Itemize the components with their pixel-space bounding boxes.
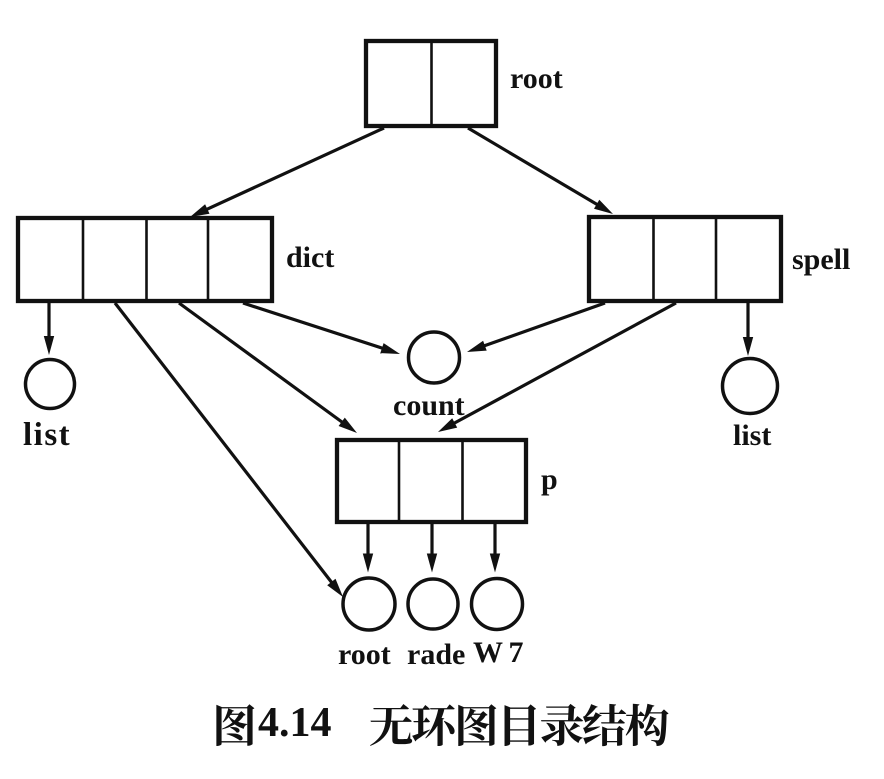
svg-text:count: count bbox=[393, 389, 465, 422]
svg-text:root: root bbox=[338, 638, 391, 671]
svg-text:spell: spell bbox=[792, 243, 850, 276]
svg-text:4.14: 4.14 bbox=[258, 700, 332, 746]
svg-text:W7: W7 bbox=[473, 636, 529, 669]
svg-text:root: root bbox=[510, 62, 563, 95]
svg-text:list: list bbox=[23, 417, 71, 453]
svg-text:dict: dict bbox=[286, 241, 334, 274]
svg-text:p: p bbox=[541, 463, 558, 496]
svg-text:list: list bbox=[733, 419, 771, 452]
svg-text:rade: rade bbox=[407, 638, 465, 671]
